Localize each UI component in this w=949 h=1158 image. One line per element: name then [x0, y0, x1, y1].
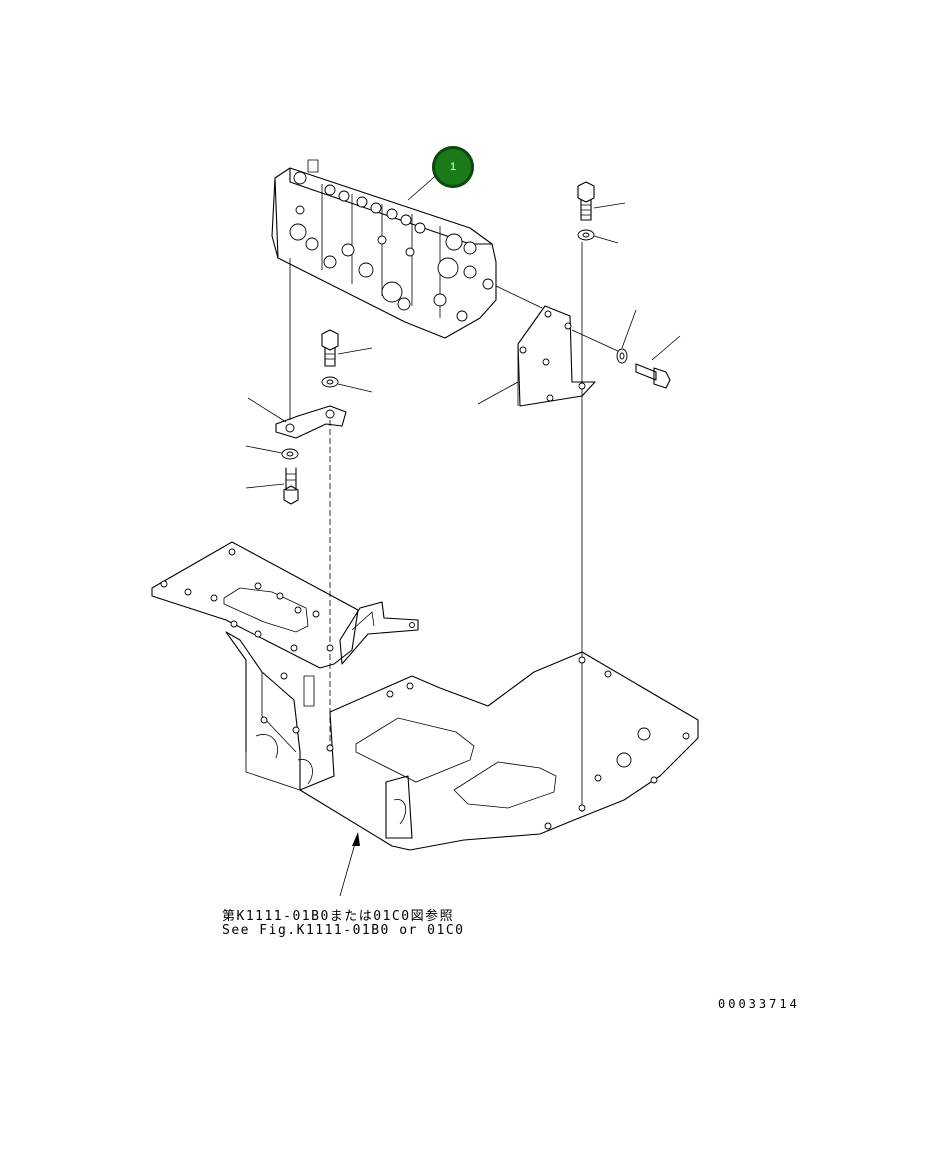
washer-upper-right[interactable]	[577, 229, 595, 241]
reference-arrow	[339, 832, 360, 897]
reference-note-en: See Fig.K1111-01B0 or 01C0	[222, 923, 465, 938]
upper-floor-plate	[151, 541, 359, 669]
bolt-upper-right[interactable]	[577, 181, 595, 221]
callout-number: 1	[449, 161, 457, 173]
bolt-right[interactable]	[635, 363, 671, 389]
washer-right[interactable]	[616, 348, 628, 364]
bolt-center-upper[interactable]	[321, 329, 339, 367]
washer-center-lower[interactable]	[281, 448, 299, 460]
control-valve-assembly[interactable]	[271, 159, 497, 339]
reference-note-jp: 第K1111-01B0または01C0図参照	[222, 909, 455, 924]
clamp-plate[interactable]	[275, 405, 347, 439]
item-callout-badge[interactable]: 1	[432, 146, 474, 188]
figure-number: 00033714	[718, 997, 800, 1011]
bolt-center-lower[interactable]	[283, 467, 299, 505]
main-frame	[225, 631, 699, 851]
mounting-bracket-right[interactable]	[517, 305, 596, 407]
washer-center-upper[interactable]	[321, 376, 339, 388]
lever-bracket	[339, 601, 419, 665]
